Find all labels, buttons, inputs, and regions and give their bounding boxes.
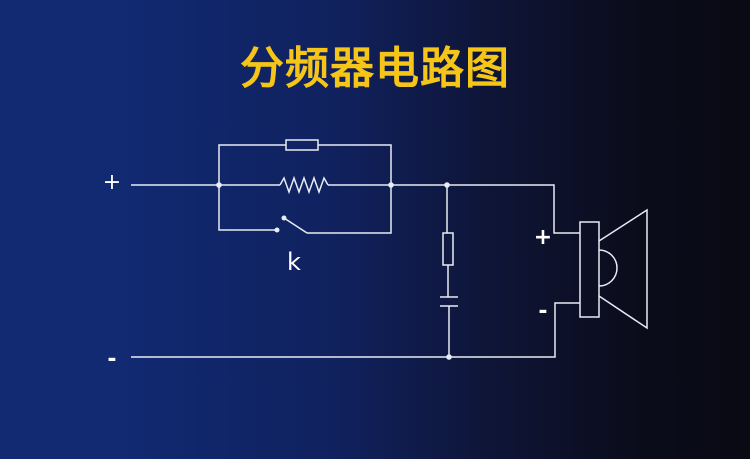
speaker-magnet — [579, 221, 600, 318]
input-positive-label: + — [103, 170, 121, 195]
switch-contact-fixed — [274, 227, 280, 233]
switch-blade — [283, 217, 308, 234]
speaker-positive-label: + — [534, 225, 552, 250]
diagram-title: 分频器电路图 — [240, 43, 510, 94]
top-resistor — [285, 139, 319, 151]
speaker-cone — [598, 208, 648, 330]
parallel-network: k — [216, 139, 394, 276]
top-branch-right-wire — [318, 144, 392, 185]
switch-left-wire — [218, 185, 277, 231]
left-junction-node — [216, 182, 222, 188]
input-negative-label: - — [107, 347, 116, 372]
shunt-branch — [440, 185, 458, 360]
zigzag-resistor — [279, 175, 329, 195]
speaker-dome — [598, 249, 618, 287]
return-negative-wire — [131, 302, 580, 358]
switch-label: k — [287, 248, 301, 276]
speaker-negative-label: - — [538, 299, 547, 324]
speaker-icon — [579, 208, 648, 330]
top-branch-left-wire — [218, 144, 286, 185]
output-positive-wire — [391, 184, 580, 234]
shunt-resistor — [442, 232, 454, 266]
switch-right-wire — [307, 185, 392, 234]
